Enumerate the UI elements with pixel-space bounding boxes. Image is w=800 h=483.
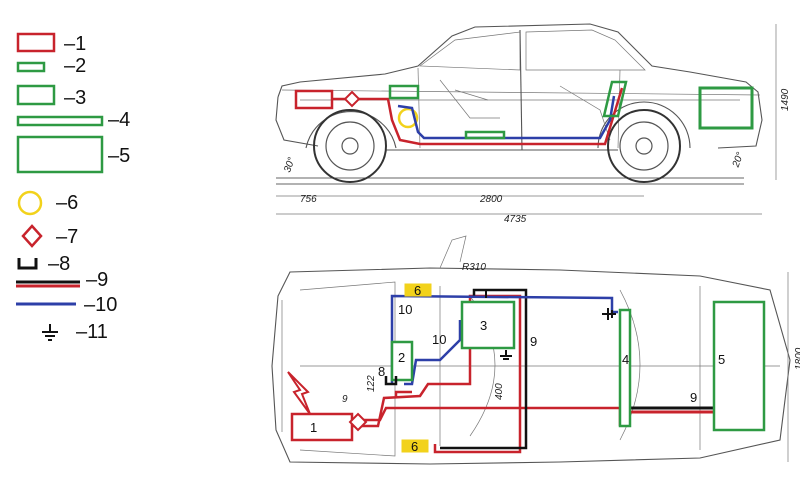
top-component-6-upper [404,283,432,297]
side-dimensions: 1490 756 2800 4735 30° 20° [276,24,791,225]
dim-wheelbase: 2800 [479,194,503,205]
front-wheel-arch [305,111,397,149]
ground-hatch [276,177,744,185]
legend-symbol-long-green-bar [16,115,104,127]
dim-radius: R310 [462,262,486,273]
side-blue-cable [397,95,616,140]
side-red-diamond [343,90,361,108]
top-rear-window [619,286,701,450]
top-component-2 [390,340,414,382]
legend-label-9: –9 [86,269,108,291]
legend-symbol-ground [42,324,58,341]
side-seat-sketch [439,79,611,141]
legend-symbol-connector [17,258,38,270]
ground-symbol-top [480,289,492,298]
top-label-9b: 9 [690,390,697,405]
legend-label-1: –1 [64,33,86,55]
dim-angle-front: 30° [282,156,298,174]
dim-122: 122 [366,375,377,392]
top-open-door [439,235,467,269]
top-label-6a: 6 [414,283,421,298]
legend-label-7: –7 [56,226,78,248]
dim-front-overhang: 756 [300,194,317,205]
front-wheel [313,109,387,183]
side-window-frame [418,29,646,71]
legend-label-4: –4 [108,109,130,131]
top-dimensions: R310 1800 122 400 9 [342,262,800,462]
top-label-9a: 9 [530,334,537,349]
side-battery [294,89,334,110]
top-battery [290,412,354,442]
top-wiring: 1 2 3 4 5 6 6 8 9 9 10 10 [287,283,766,454]
ground-symbol-rear [602,308,616,320]
top-label-2: 2 [398,350,405,365]
side-body-outline [275,23,763,149]
dim-400: 400 [494,383,505,400]
side-door-front-edge [417,67,421,149]
side-view-car: 1490 756 2800 4735 30° 20° [275,23,791,225]
top-label-4: 4 [622,352,629,367]
legend-symbol-green-box [16,84,56,106]
dim-length: 4735 [504,214,527,225]
top-body-outline [271,267,791,465]
legend-label-5: –5 [108,145,130,167]
top-component-4 [618,308,632,428]
legend: –1 –2 –3 –4 –5 –6 –7 –8 –9 –10 –11 [16,32,130,343]
dim-angle-rear: 20° [730,151,746,170]
side-large-green-box [698,86,754,130]
dim-height: 1490 [780,88,791,111]
legend-symbol-red-box [16,32,56,53]
side-wiring [294,80,754,146]
top-label-10a: 10 [398,302,412,317]
legend-label-10: –10 [84,294,117,316]
top-label-1: 1 [310,420,317,435]
side-green-bar [464,130,506,140]
top-blue-cable [390,294,618,386]
top-component-5 [712,300,766,432]
rear-wheel [607,109,681,183]
legend-symbol-large-green-box [16,135,104,174]
top-component-3 [460,300,516,350]
side-green-small-box [388,84,420,100]
side-yellow-circle [397,107,419,129]
legend-symbol-yellow-circle [17,190,43,216]
top-label-5: 5 [718,352,725,367]
side-green-long-bar [602,80,628,118]
dim-9: 9 [342,394,348,405]
legend-label-11: –11 [76,321,108,343]
rear-wheel-arch [597,101,691,149]
ground-symbol-mid [500,350,512,360]
dim-width: 1800 [794,347,800,370]
legend-label-3: –3 [64,87,86,109]
legend-label-6: –6 [56,192,78,214]
top-component-6-lower [401,439,429,453]
legend-symbol-red-diamond [21,224,43,248]
lightning-glyph [287,371,311,415]
legend-symbol-small-green-box [16,61,46,73]
top-black-cable [440,288,528,450]
top-connector [384,376,398,386]
top-red-diamond [348,412,368,432]
side-b-pillar [519,29,523,151]
legend-label-8: –8 [48,253,70,275]
legend-label-2: –2 [64,55,86,77]
top-label-10b: 10 [432,332,446,347]
top-label-8: 8 [378,364,385,379]
top-label-6b: 6 [411,439,418,454]
top-view-car: 1 2 3 4 5 6 6 8 9 9 10 10 [271,235,800,465]
top-label-3: 3 [480,318,487,333]
